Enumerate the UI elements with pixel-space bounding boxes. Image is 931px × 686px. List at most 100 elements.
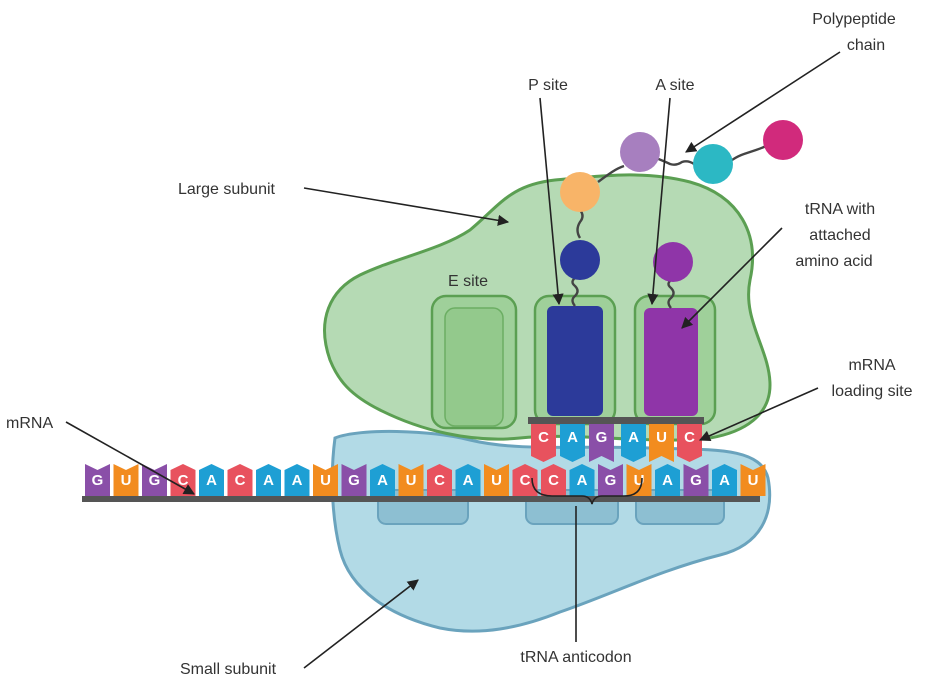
mrna-base-letter: A	[377, 472, 388, 489]
mrna-base-letter: G	[149, 472, 161, 489]
e-site-slot-inner	[444, 307, 504, 427]
mrna-base	[569, 464, 595, 496]
label-trna-aa-1: tRNA with	[805, 201, 875, 218]
mrna-base	[398, 464, 424, 496]
mrna-base	[427, 464, 452, 496]
mrna-base	[284, 464, 310, 496]
small-subunit	[330, 429, 772, 633]
mrna-base-letter: C	[434, 472, 445, 489]
a-site-anticodon-base-letter: C	[684, 429, 695, 446]
amino-acid-circle-magenta	[763, 120, 803, 160]
a-site-trna	[644, 308, 698, 416]
label-p-site: P site	[528, 77, 568, 94]
mrna-base	[512, 464, 538, 496]
mrna-base-letter: G	[348, 472, 360, 489]
mrna-base-letter: A	[463, 472, 474, 489]
mrna-base	[199, 464, 224, 496]
amino-acid-circle-orange	[560, 172, 600, 212]
mrna-base-letter: A	[719, 472, 730, 489]
mrna-base	[341, 464, 367, 496]
chain-link-2	[597, 164, 625, 183]
mrna-base-letter: A	[292, 472, 303, 489]
mrna-base	[256, 464, 281, 496]
amino-acid-circle-a-site	[653, 242, 693, 282]
label-small-subunit: Small subunit	[180, 661, 277, 678]
mrna-base-letter: G	[605, 472, 617, 489]
mrna-base	[313, 464, 338, 496]
mrna-backbone	[82, 496, 760, 502]
pointer-mrna	[65, 421, 195, 495]
mrna-base	[712, 464, 737, 496]
mrna-base	[85, 464, 110, 496]
pointer-large-subunit	[303, 187, 510, 226]
label-trna-aa-2: attached	[809, 227, 870, 244]
label-a-site: A site	[655, 77, 694, 94]
mrna-base-letter: C	[178, 472, 189, 489]
mrna-base-letter: U	[491, 472, 502, 489]
mrna-base-letter: A	[662, 472, 673, 489]
p-site-trna	[547, 306, 603, 416]
a-site-linker	[667, 279, 675, 309]
mrna-base-letter: C	[548, 472, 559, 489]
p-site-anticodon-base	[560, 424, 585, 462]
label-polypeptide-2: chain	[847, 37, 885, 54]
label-trna-aa-3: amino acid	[795, 253, 872, 270]
mrna-base-letter: U	[320, 472, 331, 489]
mrna-base	[142, 464, 167, 496]
mrna-base	[227, 464, 253, 496]
mrna-base	[683, 464, 709, 496]
p-site-anticodon-base-letter: A	[567, 429, 578, 446]
label-large-subunit: Large subunit	[178, 181, 276, 198]
mrna-base	[113, 464, 139, 496]
chain-link-1	[576, 209, 584, 239]
mrna-base	[740, 464, 766, 496]
a-site-anticodon-base	[621, 424, 646, 462]
mrna-base-letter: C	[235, 472, 246, 489]
pointer-polypeptide	[685, 51, 841, 153]
amino-acid-circle-lilac	[620, 132, 660, 172]
mrna-base-letter: A	[206, 472, 217, 489]
pointer-p-site	[539, 97, 564, 306]
anticodon-bracket	[531, 477, 643, 505]
a-site-anticodon-base	[677, 424, 702, 462]
chain-link-4	[731, 144, 767, 162]
a-site-anticodon-base-letter: A	[628, 429, 639, 446]
mrna-base-letter: U	[406, 472, 417, 489]
label-e-site: E site	[448, 273, 488, 290]
mrna-base-letter: U	[121, 472, 132, 489]
mrna-base-letter: U	[748, 472, 759, 489]
mrna-base-letter: U	[634, 472, 645, 489]
a-site-anticodon-base-letter: U	[656, 429, 667, 446]
mrna-base-letter: C	[520, 472, 531, 489]
mrna-base	[455, 464, 481, 496]
p-site-anticodon-base	[531, 424, 556, 462]
chain-link-3	[655, 156, 695, 166]
pointer-a-site	[647, 97, 671, 306]
a-site-anticodon-base	[649, 424, 674, 462]
p-site-anticodon-base-letter: C	[538, 429, 549, 446]
mrna-base-letter: A	[577, 472, 588, 489]
a-site-trna-bar	[618, 417, 704, 424]
mrna-base	[655, 464, 680, 496]
amino-acid-circle-teal	[693, 144, 733, 184]
pointer-small-subunit	[303, 579, 419, 669]
mrna-base-letter: A	[263, 472, 274, 489]
mrna-base	[626, 464, 652, 496]
pointer-mrna-loading	[698, 387, 819, 442]
mrna-base	[370, 464, 395, 496]
mrna-base-letter: G	[690, 472, 702, 489]
label-mrna-loading-1: mRNA	[848, 357, 895, 374]
p-site-anticodon-base	[589, 424, 614, 462]
p-site-anticodon-base-letter: G	[596, 429, 608, 446]
mrna-base-letter: G	[92, 472, 104, 489]
label-mrna-loading-2: loading site	[832, 383, 913, 400]
p-site-trna-bar	[528, 417, 618, 424]
label-polypeptide-1: Polypeptide	[812, 11, 896, 28]
amino-acid-circle-p-site	[560, 240, 600, 280]
p-site-linker	[571, 277, 579, 307]
mrna-base	[541, 464, 566, 496]
label-mrna: mRNA	[6, 415, 53, 432]
